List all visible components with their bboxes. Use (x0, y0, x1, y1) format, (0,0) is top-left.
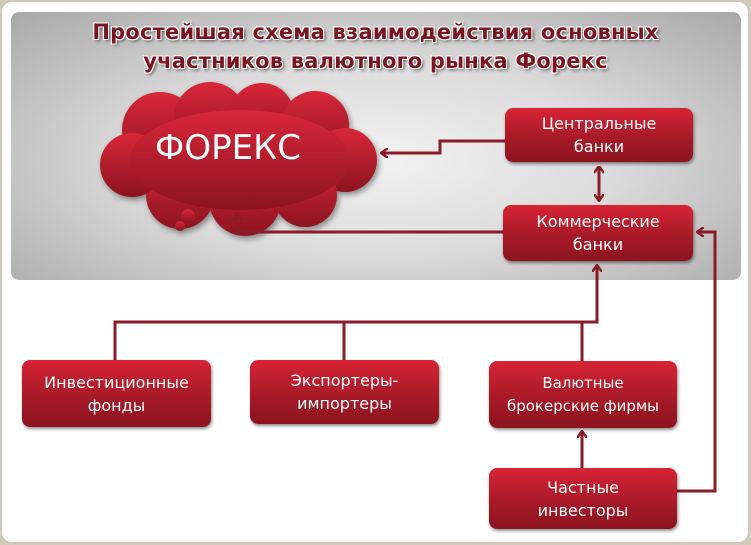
node-private-investors: Частные инвесторы (489, 468, 677, 529)
title-line-1: Простейшая схема взаимодействия основных (92, 20, 659, 44)
node-currency-brokers: Валютные брокерские фирмы (489, 361, 677, 428)
node-investment-funds: Инвестиционные фонды (22, 360, 211, 427)
node-commercial-banks: Коммерческие банки (503, 205, 693, 261)
forex-label: ФОРЕКС (155, 128, 301, 168)
forex-cloud (100, 82, 377, 236)
title-line-2: участников валютного рынка Форекс (143, 49, 608, 73)
node-exporters-importers: Экспортеры-импортеры (250, 360, 439, 424)
arrow-commercial-to-forex (237, 215, 503, 234)
node-central-banks: Центральные банки (505, 108, 693, 162)
arrow-central-to-forex (382, 139, 505, 153)
cloud-bubble-icon (181, 209, 195, 223)
arrow-participants-to-commercial (113, 266, 597, 360)
arrow-private-to-commercial (677, 232, 717, 493)
